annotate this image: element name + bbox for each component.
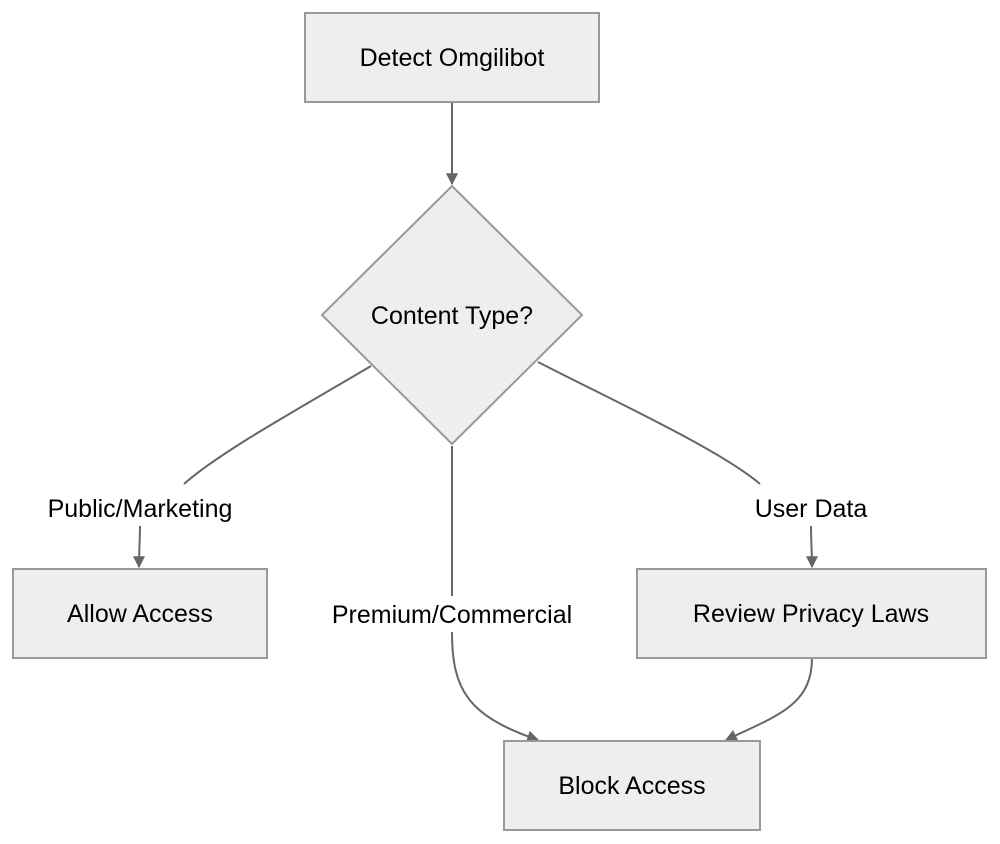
edge-decision-to-allow bbox=[139, 365, 372, 567]
edge-label-premium: Premium/Commercial bbox=[318, 596, 586, 632]
edge-decision-to-review bbox=[537, 361, 812, 567]
node-allow-label: Allow Access bbox=[67, 600, 213, 628]
node-content-type-decision: Content Type? bbox=[320, 184, 584, 446]
edge-label-public-text: Public/Marketing bbox=[48, 495, 233, 523]
node-review-label: Review Privacy Laws bbox=[693, 600, 929, 628]
node-block-access: Block Access bbox=[503, 740, 761, 831]
node-allow-access: Allow Access bbox=[12, 568, 268, 659]
node-review-privacy-laws: Review Privacy Laws bbox=[636, 568, 987, 659]
node-detect-omgilibot: Detect Omgilibot bbox=[304, 12, 600, 103]
node-block-label: Block Access bbox=[558, 772, 705, 800]
edge-label-premium-text: Premium/Commercial bbox=[332, 601, 572, 629]
edge-review-to-block bbox=[724, 657, 813, 741]
edge-label-user-data: User Data bbox=[746, 490, 876, 526]
edge-decision-to-block bbox=[451, 446, 538, 740]
node-detect-label: Detect Omgilibot bbox=[360, 44, 545, 72]
node-decision-label: Content Type? bbox=[371, 302, 533, 330]
edge-label-user-data-text: User Data bbox=[755, 495, 868, 523]
edge-label-public: Public/Marketing bbox=[36, 490, 244, 526]
